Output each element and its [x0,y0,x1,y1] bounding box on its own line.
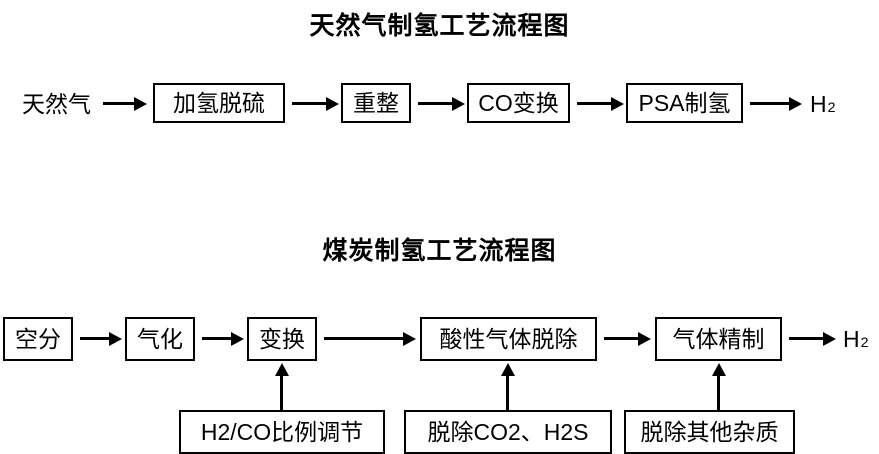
arrow-airsep-to-gasification [80,332,122,346]
node-acid-gas-removal[interactable]: 酸性气体脱除 [420,317,597,361]
arrow-impurity-removal-to-purification [712,363,726,410]
arrow-psa-to-output [750,97,802,111]
arrow-hds-to-reforming [292,97,339,111]
arrow-ratio-adjust-to-shift [275,363,289,410]
node-label: 加氢脱硫 [173,89,265,116]
arrow-reforming-to-coshift [418,97,465,111]
arrow-purification-to-output [789,332,836,346]
node-label: CO变换 [478,89,559,116]
node-label: 空分 [15,325,61,352]
annotation-label: 脱除CO2、H2S [427,418,589,445]
arrow-shift-to-acidgas [324,332,416,346]
node-gas-purification[interactable]: 气体精制 [655,317,782,361]
arrow-coshift-to-psa [577,97,624,111]
section-title-coal: 煤炭制氢工艺流程图 [322,237,557,265]
node-label: 变换 [259,325,305,352]
annotation-label: 脱除其他杂质 [640,418,779,445]
node-label: 气化 [137,325,183,352]
arrow-gasification-to-shift [202,332,244,346]
node-psa-hydrogen[interactable]: PSA制氢 [626,83,743,123]
node-label: 酸性气体脱除 [439,325,578,352]
annotation-other-impurity-removal[interactable]: 脱除其他杂质 [624,410,795,454]
output-symbol: H [810,90,827,117]
node-label: 气体精制 [672,325,765,352]
node-hydrodesulfurization[interactable]: 加氢脱硫 [153,83,285,123]
node-co-shift[interactable]: CO变换 [467,83,570,123]
arrow-input-to-hds [103,97,147,111]
section-title-natural-gas: 天然气制氢工艺流程图 [309,12,570,40]
output-symbol: H [843,325,860,352]
node-air-separation[interactable]: 空分 [3,317,73,361]
output-subscript: 2 [860,335,869,352]
input-label-natural-gas: 天然气 [22,90,91,117]
node-gasification[interactable]: 气化 [125,317,195,361]
output-subscript: 2 [827,100,836,117]
annotation-label: H2/CO比例调节 [200,418,364,445]
annotation-co2-h2s-removal[interactable]: 脱除CO2、H2S [404,410,612,454]
node-label: 重整 [353,89,399,116]
node-shift-conversion[interactable]: 变换 [247,317,317,361]
arrow-acidgas-to-purification [604,332,651,346]
node-label: PSA制氢 [638,89,731,116]
annotation-ratio-adjustment[interactable]: H2/CO比例调节 [179,410,385,454]
arrow-co2-h2s-removal-to-acidgas [501,363,515,410]
node-reforming[interactable]: 重整 [341,83,411,123]
